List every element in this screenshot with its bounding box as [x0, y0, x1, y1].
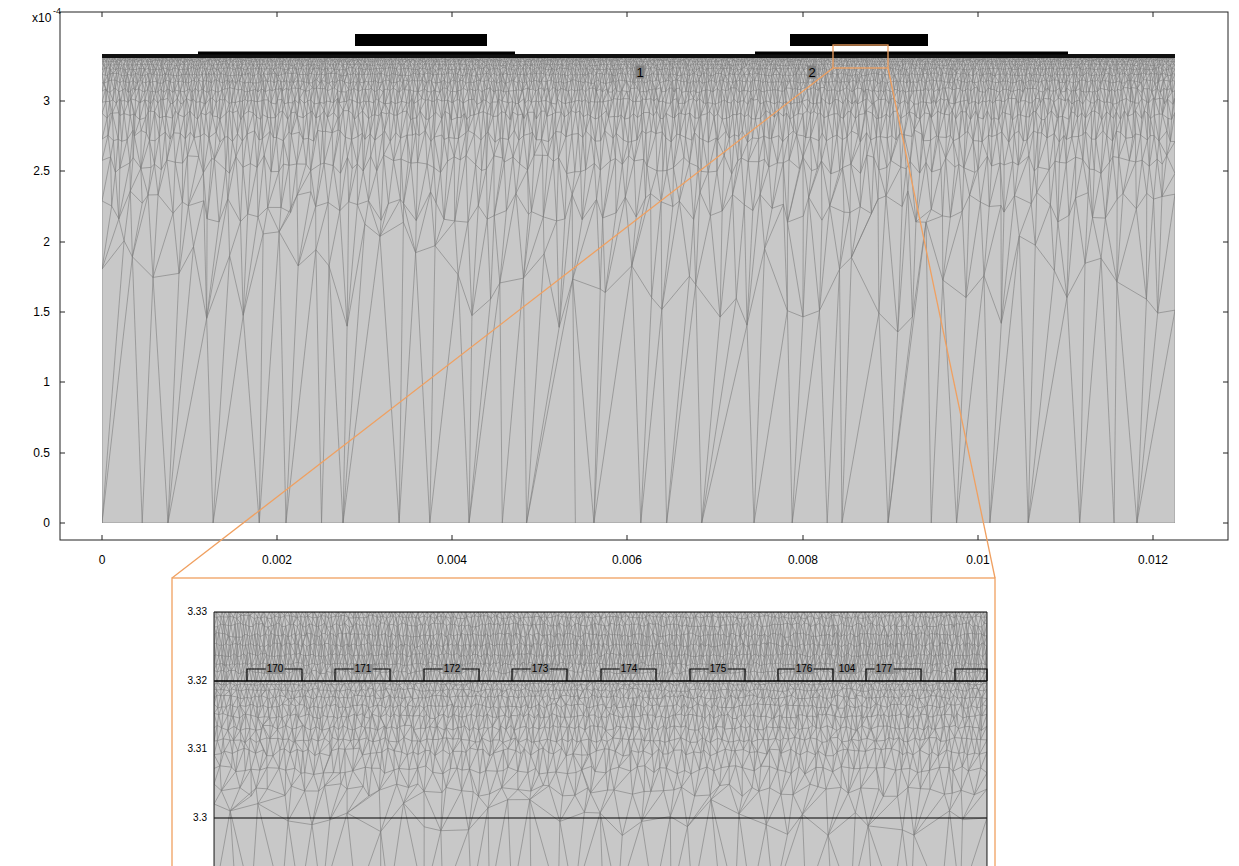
tick-label: 3.3	[193, 813, 207, 823]
zoom-leader	[172, 68, 833, 578]
tick	[627, 12, 628, 17]
tick-label: 0.012	[1138, 554, 1168, 566]
top-layer	[102, 54, 1175, 58]
domain-number: 1	[635, 66, 644, 79]
boundary-line	[755, 52, 1068, 55]
tick	[978, 535, 979, 540]
tick	[102, 12, 103, 17]
domain-number: 2	[807, 66, 816, 79]
tick	[60, 101, 65, 102]
inset-axis	[214, 612, 215, 866]
tick	[60, 523, 65, 524]
tick	[60, 171, 65, 172]
boundary-number: 174	[620, 664, 639, 674]
boundary-number: 176	[795, 664, 814, 674]
tick-label: 1	[43, 376, 50, 388]
tick	[803, 535, 804, 540]
tick	[1153, 535, 1154, 540]
tick-label: 1.5	[33, 306, 50, 318]
mesh-lines	[102, 56, 1175, 523]
axis-multiplier: -4	[53, 7, 61, 16]
tick	[277, 12, 278, 17]
tick	[978, 12, 979, 17]
tick	[60, 453, 65, 454]
zoom-box	[833, 45, 888, 68]
tick	[60, 312, 65, 313]
tick	[1223, 523, 1228, 524]
boundary-number: 172	[443, 664, 462, 674]
tick-label: 0	[43, 517, 50, 529]
boundary-number: 175	[709, 664, 728, 674]
boundary-line	[214, 817, 987, 818]
tick-label: 0.004	[437, 554, 467, 566]
zoom-leader	[888, 68, 995, 578]
tick	[1223, 101, 1228, 102]
tick-label: 2.5	[33, 165, 50, 177]
edge-bracket	[955, 669, 987, 681]
boundary-number: 171	[354, 664, 373, 674]
tick	[1153, 12, 1154, 17]
tick-label: 0.002	[262, 554, 292, 566]
tick-label: 0.006	[612, 554, 642, 566]
tick-label: 0.008	[788, 554, 818, 566]
tick-marks	[60, 12, 1228, 540]
boundary-line	[198, 52, 515, 55]
boundary-number: 104	[838, 664, 857, 674]
inset-mesh	[214, 612, 987, 866]
boundary-number: 173	[531, 664, 550, 674]
label-cluster	[790, 34, 928, 46]
boundary-number: 177	[875, 664, 894, 674]
inset-axis	[987, 612, 988, 866]
tick-label: 0.5	[33, 447, 50, 459]
label-cluster	[355, 34, 487, 46]
tick	[1223, 242, 1228, 243]
tick-label: 0.01	[966, 554, 989, 566]
axes-frame	[60, 12, 1228, 540]
mesh-edges	[214, 612, 987, 866]
tick	[452, 12, 453, 17]
tick-label: 0	[99, 554, 106, 566]
domain-fill	[102, 56, 1175, 523]
boundary-line	[214, 611, 987, 612]
tick	[1223, 382, 1228, 383]
tick	[277, 535, 278, 540]
axis-multiplier: x10	[32, 12, 51, 24]
tick-label: 3.31	[188, 744, 207, 754]
tick-label: 3.32	[188, 676, 207, 686]
boundary-number: 170	[266, 664, 285, 674]
tick	[452, 535, 453, 540]
tick	[803, 12, 804, 17]
tick	[60, 242, 65, 243]
tick-label: 2	[43, 236, 50, 248]
tick-label: 3.33	[188, 607, 207, 617]
tick	[60, 382, 65, 383]
tick	[1223, 312, 1228, 313]
tick	[1223, 171, 1228, 172]
tick	[1223, 453, 1228, 454]
tick	[627, 535, 628, 540]
tick-label: 3	[43, 95, 50, 107]
mesh-edges	[102, 56, 1175, 523]
tick	[102, 535, 103, 540]
